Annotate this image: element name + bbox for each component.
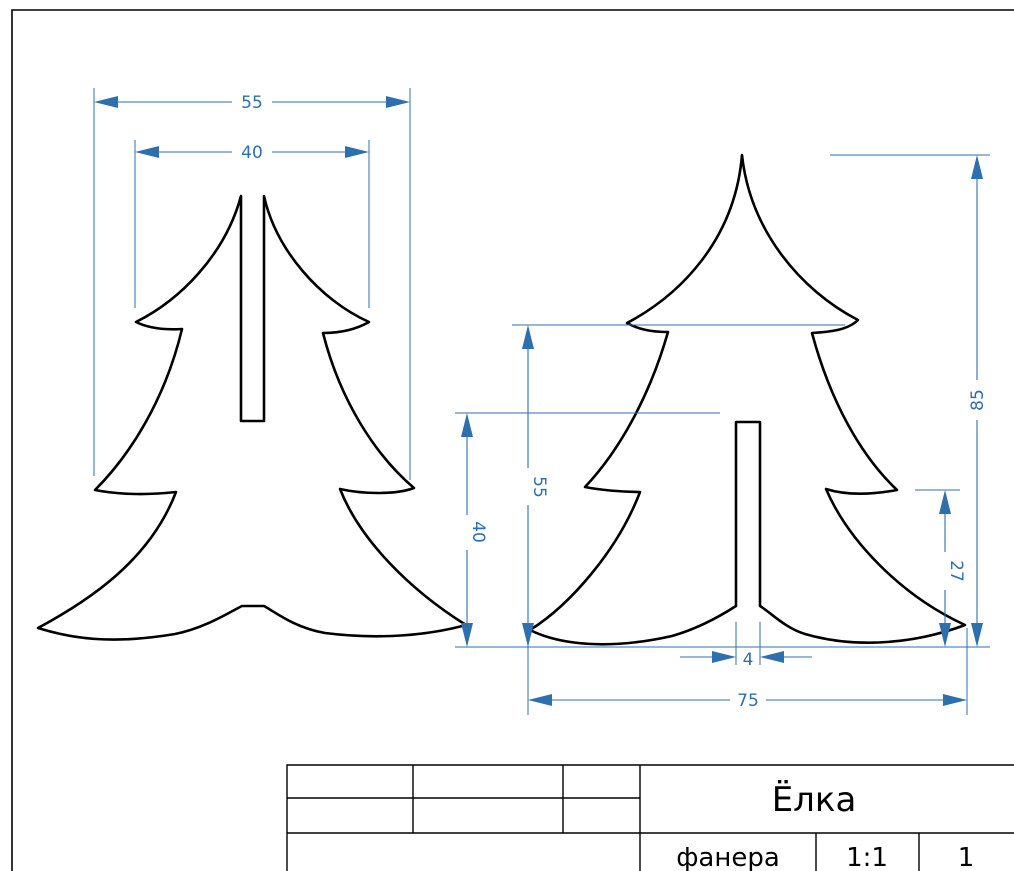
material-label: фанера [676,843,780,871]
left-tree-outline [36,194,468,641]
dim-label: 55 [529,476,549,498]
dim-right-slot-width: 4 [680,650,812,670]
dim-right-total-width: 75 [528,691,967,711]
dim-right-slot-height: 40 [461,413,488,647]
dim-label: 40 [241,143,263,163]
dim-right-tier-height: 55 [522,325,549,647]
drawing-title: Ёлка [772,780,857,820]
scale-label: 1:1 [846,843,888,871]
dim-right-slot-gap: 27 [939,490,966,647]
dim-label: 75 [737,691,759,711]
title-block: Ёлка фанера 1:1 1 [286,764,1014,871]
sheet-frame [11,9,1014,871]
sheet-number: 1 [958,843,975,871]
dim-label: 55 [241,93,263,113]
dim-label: 4 [743,650,754,670]
dim-label: 27 [946,560,966,582]
dim-label: 40 [468,521,488,543]
dim-left-branch-width: 40 [135,143,369,163]
dim-left-total-width: 55 [94,93,410,113]
right-tree-outline [528,153,967,646]
dim-label: 85 [968,389,988,411]
dim-right-total-height: 85 [968,155,988,647]
